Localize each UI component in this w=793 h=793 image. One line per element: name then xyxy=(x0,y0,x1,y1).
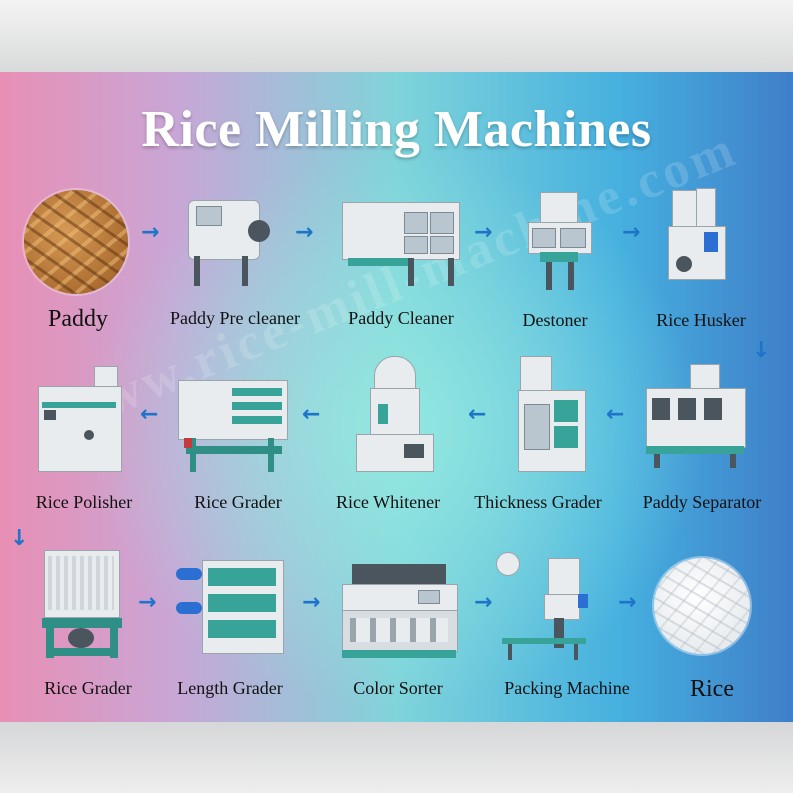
arrow-right-icon: → xyxy=(622,220,641,245)
label-thickness-grader: Thickness Grader xyxy=(474,492,602,512)
polisher-machine-icon xyxy=(34,366,130,476)
arrow-right-icon: → xyxy=(302,590,321,615)
arrow-left-icon: ← xyxy=(140,402,159,427)
poster: www.rice-mill-machine.com Rice Milling M… xyxy=(0,72,793,722)
arrow-right-icon: → xyxy=(474,220,493,245)
label-rice-grader-2: Rice Grader xyxy=(44,678,132,698)
label-packing-machine: Packing Machine xyxy=(504,678,630,698)
wall-top xyxy=(0,0,793,72)
arrow-right-icon: → xyxy=(618,590,637,615)
arrow-right-icon: → xyxy=(141,220,160,245)
label-destoner: Destoner xyxy=(522,310,588,330)
arrow-left-icon: ← xyxy=(468,402,487,427)
label-length-grader: Length Grader xyxy=(177,678,283,698)
arrow-right-icon: → xyxy=(138,590,157,615)
whitener-machine-icon xyxy=(352,354,438,476)
label-rice-husker: Rice Husker xyxy=(656,310,746,330)
white-rice-icon xyxy=(654,558,750,654)
wall-bottom xyxy=(0,722,793,793)
arrow-right-icon: → xyxy=(474,590,493,615)
paddy-grains-icon xyxy=(24,190,128,294)
label-color-sorter: Color Sorter xyxy=(353,678,443,698)
arrow-left-icon: ← xyxy=(606,402,625,427)
arrow-left-icon: ← xyxy=(302,402,321,427)
thickness-grader-icon xyxy=(512,354,592,476)
color-sorter-icon xyxy=(338,562,460,662)
label-paddy-separator: Paddy Separator xyxy=(642,492,762,512)
label-paddy-pre-cleaner: Paddy Pre cleaner xyxy=(170,308,300,328)
grader-tower-icon xyxy=(38,548,130,662)
husker-machine-icon xyxy=(664,186,730,292)
arrow-right-icon: → xyxy=(295,220,314,245)
drum-cleaner-icon xyxy=(180,190,280,290)
page-title: Rice Milling Machines xyxy=(141,101,652,158)
destoner-machine-icon xyxy=(520,190,600,294)
label-rice: Rice xyxy=(690,676,734,702)
label-rice-polisher: Rice Polisher xyxy=(35,492,133,512)
label-paddy-cleaner: Paddy Cleaner xyxy=(348,308,454,328)
grader-machine-icon xyxy=(176,378,292,478)
label-rice-whitener: Rice Whitener xyxy=(335,492,441,512)
label-paddy: Paddy xyxy=(48,306,108,332)
vibrating-cleaner-icon xyxy=(338,194,464,290)
arrow-down-icon: ↓ xyxy=(752,338,771,363)
length-grader-icon xyxy=(174,558,286,662)
separator-machine-icon xyxy=(640,362,750,472)
arrow-down-icon: ↓ xyxy=(10,526,29,551)
label-rice-grader: Rice Grader xyxy=(194,492,282,512)
packing-machine-icon xyxy=(494,550,594,662)
